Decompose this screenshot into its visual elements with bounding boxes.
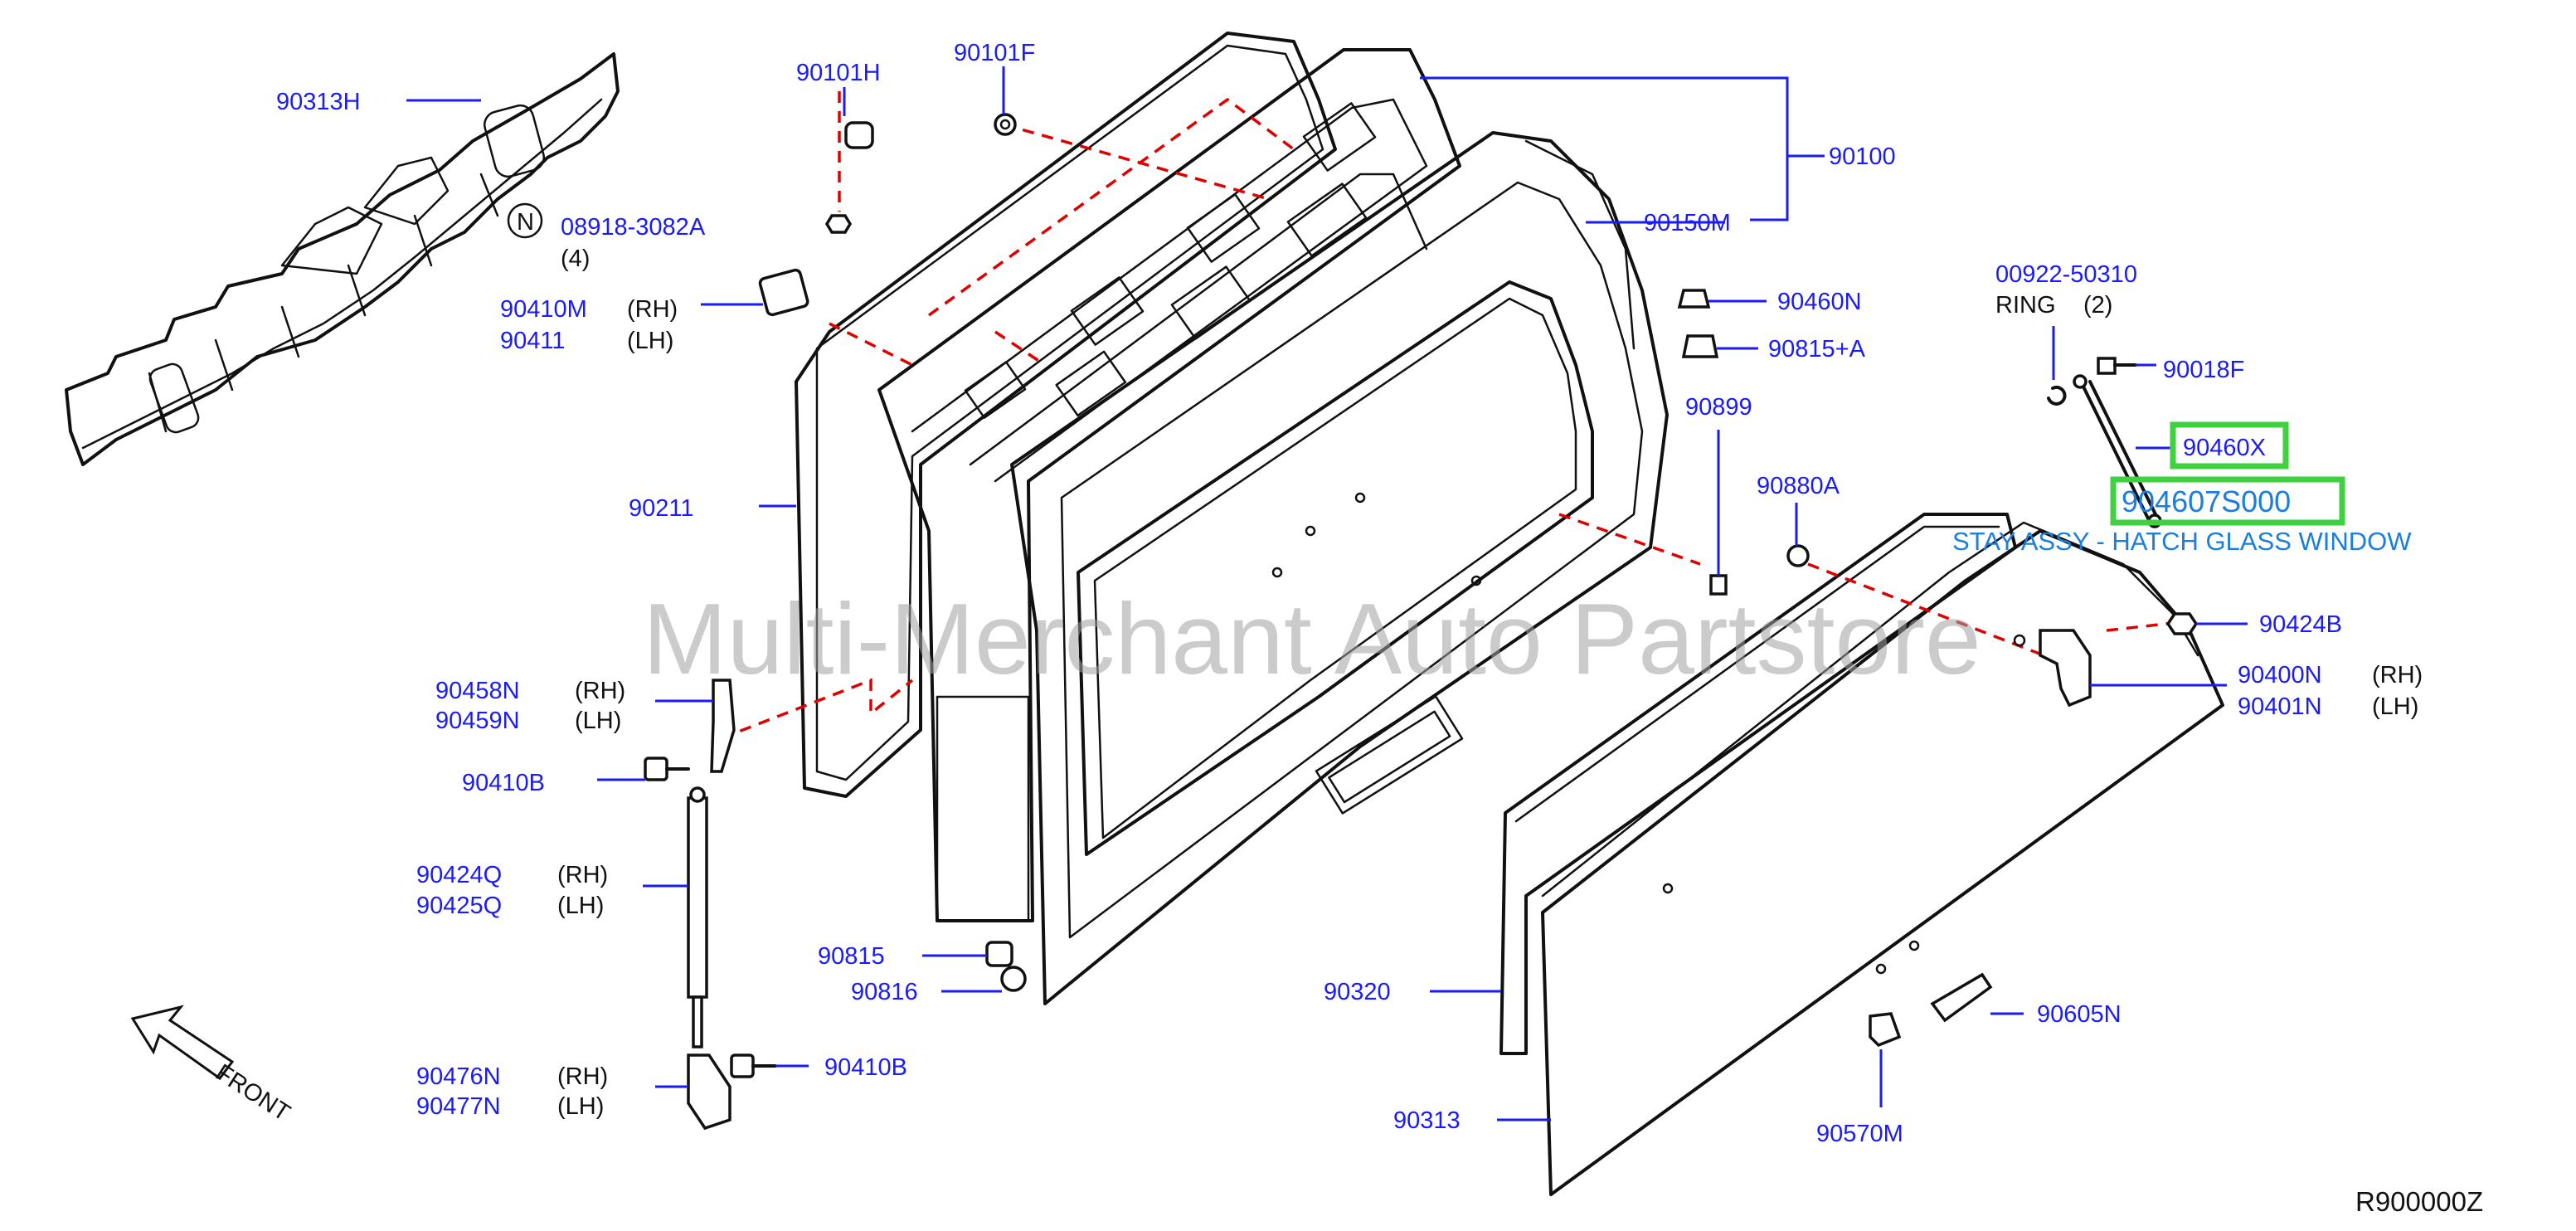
back-door-weatherstrip-90211[interactable] [795, 32, 1337, 798]
reference-code: R900000Z [2355, 1186, 2483, 1217]
label-904607s000[interactable]: 904607S000 [2122, 484, 2291, 518]
label-90458n[interactable]: 90458N [435, 678, 520, 704]
label-90424q[interactable]: 90424Q [416, 862, 502, 888]
watermark: Multi-Merchant Auto Partstore [643, 582, 1981, 695]
glass-seal-90320[interactable] [1499, 513, 2017, 1055]
ring-qty: (2) [2083, 292, 2112, 319]
label-90401n[interactable]: 90401N [2238, 693, 2322, 720]
label-90815a[interactable]: 90815+A [1768, 336, 1866, 362]
label-08918-3082a[interactable]: 08918-3082A [561, 214, 706, 241]
label-90411[interactable]: 90411 [500, 328, 566, 354]
label-90460x[interactable]: 90460X [2183, 435, 2266, 461]
side-rh-90424q: (RH) [557, 862, 608, 888]
bolt-90410b-bottom[interactable] [730, 1053, 777, 1078]
cap-90816[interactable] [1000, 966, 1027, 992]
label-90477n[interactable]: 90477N [416, 1093, 501, 1120]
label-90605n[interactable]: 90605N [2037, 1001, 2122, 1028]
label-90425q[interactable]: 90425Q [416, 893, 502, 919]
side-lh-90411: (LH) [627, 328, 673, 354]
label-90410b-top[interactable]: 90410B [462, 770, 545, 796]
label-90101h[interactable]: 90101H [796, 60, 881, 86]
bracket-90458n[interactable] [710, 679, 736, 773]
label-90018f[interactable]: 90018F [2163, 357, 2244, 383]
label-90570m[interactable]: 90570M [1816, 1121, 1903, 1147]
label-90313[interactable]: 90313 [1393, 1107, 1461, 1134]
qty-08918: (4) [561, 246, 590, 272]
leader-lines [406, 66, 2248, 1122]
front-arrow-icon [130, 1005, 235, 1081]
nut-90424b[interactable] [2165, 612, 2199, 635]
back-door-outer-90150m[interactable] [936, 131, 1669, 1005]
bracket-90476n[interactable] [687, 1053, 731, 1131]
front-text: FRONT [211, 1059, 294, 1126]
label-90410m[interactable]: 90410M [500, 296, 587, 323]
latch-90570m[interactable] [1869, 1012, 1902, 1048]
label-90459n[interactable]: 90459N [435, 708, 520, 734]
label-90476n[interactable]: 90476N [416, 1063, 501, 1090]
label-90400n[interactable]: 90400N [2238, 662, 2322, 688]
label-90410b-bottom[interactable]: 90410B [824, 1054, 907, 1081]
highlight-box-904607s000 [2110, 476, 2345, 526]
handle-90605n[interactable] [1930, 972, 1993, 1023]
label-90320[interactable]: 90320 [1324, 979, 1391, 1005]
side-lh-90459n: (LH) [575, 708, 621, 734]
nut-08918[interactable] [824, 214, 853, 234]
bumper-90815[interactable] [985, 941, 1013, 967]
label-90100[interactable]: 90100 [1829, 144, 1896, 170]
label-00922-50310[interactable]: 00922-50310 [1995, 261, 2137, 288]
side-rh-90458n: (RH) [575, 678, 625, 704]
label-90460n[interactable]: 90460N [1777, 289, 1862, 315]
ring-00922[interactable] [2047, 385, 2067, 406]
label-90815[interactable]: 90815 [818, 943, 885, 970]
label-90880a[interactable]: 90880A [1757, 473, 1840, 499]
label-90424b[interactable]: 90424B [2259, 611, 2342, 638]
side-rh-90476n: (RH) [557, 1063, 608, 1090]
grommet-90101f[interactable] [994, 113, 1017, 136]
clip-90460n[interactable] [1677, 289, 1711, 309]
n-symbol-circle [507, 202, 543, 239]
grommet-90880a[interactable] [1786, 544, 1810, 567]
side-rh-90400n: (RH) [2372, 662, 2423, 688]
bushing-90101h[interactable] [844, 121, 874, 149]
hinge-90410m[interactable] [758, 268, 809, 317]
side-rh-90410m: (RH) [627, 296, 678, 323]
side-lh-90477n: (LH) [557, 1093, 604, 1120]
clip-90815a[interactable] [1681, 334, 1719, 358]
side-lh-90425q: (LH) [557, 893, 604, 919]
label-90816[interactable]: 90816 [851, 979, 918, 1005]
gas-stay-90424q[interactable] [687, 786, 708, 1049]
ring-text: RING [1995, 292, 2056, 319]
assembly-lines [721, 91, 2182, 740]
trim-panel-90313h[interactable] [65, 52, 620, 466]
stay-assy-description: STAY ASSY - HATCH GLASS WINDOW [1952, 527, 2412, 556]
label-90150m[interactable]: 90150M [1644, 210, 1731, 236]
n-symbol: N [517, 209, 534, 236]
highlight-box-90460x [2170, 421, 2289, 470]
label-90211[interactable]: 90211 [629, 495, 694, 522]
bolt-90410b-top[interactable] [644, 757, 690, 781]
label-90101f[interactable]: 90101F [954, 40, 1035, 66]
label-90313h[interactable]: 90313H [276, 89, 361, 115]
pin-90018f[interactable] [2097, 357, 2137, 375]
hinge-90400n[interactable] [2013, 629, 2092, 708]
label-90899[interactable]: 90899 [1685, 394, 1752, 421]
side-lh-90401n: (LH) [2372, 693, 2418, 720]
back-door-panel-90100[interactable] [877, 48, 1461, 922]
